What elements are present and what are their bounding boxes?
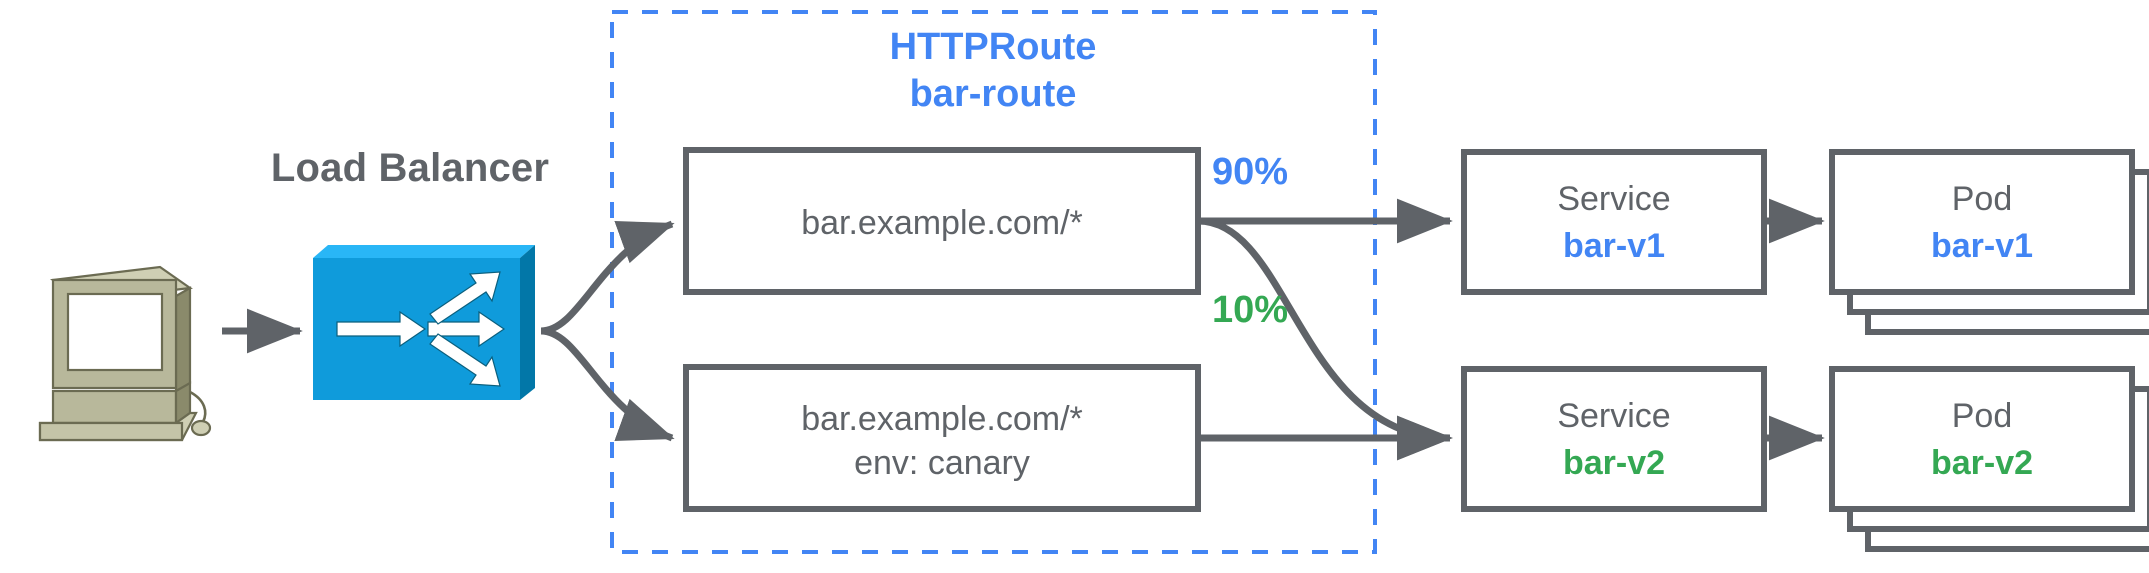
service-v2-kind-label: Service — [1557, 397, 1671, 435]
weight-label-10: 10% — [1212, 289, 1289, 331]
service-v1-kind-label: Service — [1557, 180, 1671, 218]
route-rule-box-canary[interactable] — [683, 364, 1201, 512]
httproute-kind-label: HTTPRoute — [889, 26, 1097, 68]
service-v1-name-label: bar-v1 — [1562, 227, 1666, 265]
route-rule-box-primary[interactable] — [683, 147, 1201, 295]
service-box-bar-v1[interactable] — [1461, 149, 1767, 295]
load-balancer-label: Load Balancer — [270, 146, 550, 190]
route-rule-primary-match: bar.example.com/* — [801, 204, 1083, 242]
arrow-lb-to-rule-primary — [540, 220, 675, 335]
pod-stack-bar-v2[interactable] — [1829, 366, 2149, 552]
weight-label-90: 90% — [1212, 151, 1289, 193]
service-box-bar-v2[interactable] — [1461, 366, 1767, 512]
route-rule-canary-match: bar.example.com/* — [801, 400, 1083, 438]
load-balancer-icon — [313, 245, 535, 400]
pod-v2-kind-label: Pod — [1951, 397, 2013, 435]
pod-v2-name-label: bar-v2 — [1930, 444, 2034, 482]
service-v2-name-label: bar-v2 — [1562, 444, 1666, 482]
pod-v1-kind-label: Pod — [1951, 180, 2013, 218]
httproute-dashed-container — [610, 10, 1377, 554]
route-rule-canary-header: env: canary — [854, 444, 1030, 482]
pod-v1-name-label: bar-v1 — [1930, 227, 2034, 265]
arrow-lb-to-rule-canary — [540, 327, 675, 442]
desktop-computer-icon — [38, 265, 212, 442]
httproute-name-label: bar-route — [909, 73, 1077, 115]
edge-10-percent — [1197, 217, 1453, 461]
pod-stack-bar-v1[interactable] — [1829, 149, 2149, 335]
